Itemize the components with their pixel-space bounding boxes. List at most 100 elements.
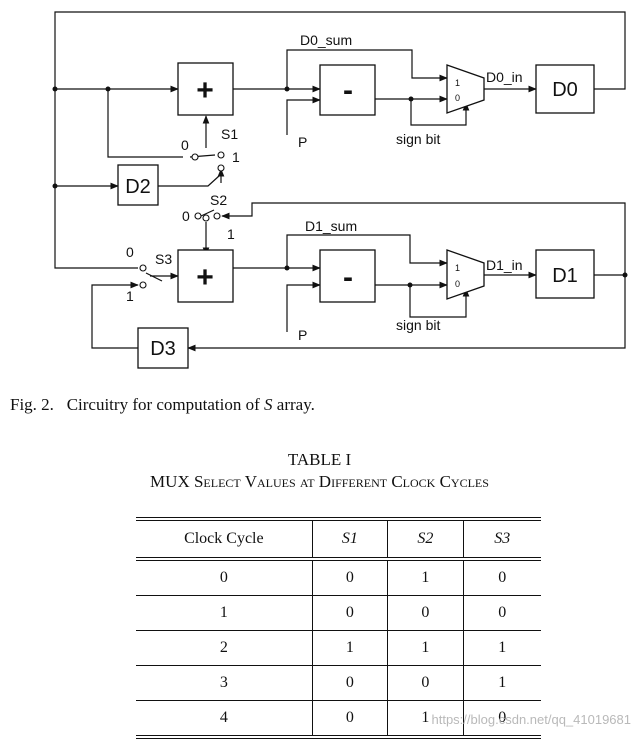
s1-one-label: 1 <box>232 149 240 165</box>
junction <box>105 86 111 92</box>
wire-d0-sum <box>286 49 448 89</box>
mux-1-input-0: 0 <box>455 279 460 289</box>
s2-contact-0 <box>194 212 202 220</box>
mux-1 <box>446 249 485 300</box>
d3-register-box <box>137 327 189 369</box>
mux-select-table: Clock Cycle S1 S2 S3 0 0 1 0 1 0 0 0 2 1… <box>136 517 541 739</box>
table-row: 0 0 1 0 <box>136 561 541 595</box>
wire-s3-throw <box>145 272 163 282</box>
subtractor-0-box <box>319 64 376 116</box>
header-s3: S3 <box>462 521 541 557</box>
table-cell: 1 <box>462 666 541 700</box>
d1-in-label: D1_in <box>486 257 523 273</box>
mux-0-input-1: 1 <box>455 78 460 88</box>
caption-variable: S <box>264 395 273 414</box>
table-row: 4 0 1 0 <box>136 700 541 735</box>
wire-tap-to-s1 <box>107 89 183 158</box>
table-cell: 3 <box>219 674 228 691</box>
table-row: 3 0 0 1 <box>136 665 541 700</box>
wire-s2-throw <box>200 209 215 217</box>
table-cell: 1 <box>462 631 541 665</box>
table-row: 2 1 1 1 <box>136 630 541 665</box>
d3-label: D3 <box>150 338 176 360</box>
table-cell: 4 <box>219 709 228 726</box>
table-cell: 0 <box>387 666 462 700</box>
table-cell: 0 <box>387 596 462 630</box>
table-cell: 1 <box>387 631 462 665</box>
d0-sum-label: D0_sum <box>300 32 352 48</box>
table-cell: 0 <box>462 701 541 735</box>
header-clock-cycle: Clock Cycle <box>184 530 264 547</box>
table-header-row: Clock Cycle S1 S2 S3 <box>136 521 541 557</box>
caption-prefix: Fig. 2. <box>10 395 54 414</box>
d1-register-box <box>535 249 595 299</box>
d0-label: D0 <box>552 79 578 101</box>
junction <box>52 183 58 189</box>
wire-d1-to-d3 <box>187 274 626 352</box>
caption-text: Circuitry for computation of <box>66 395 260 414</box>
table-cell: 1 <box>219 604 228 621</box>
table-cell: 1 <box>387 701 462 735</box>
s2-label: S2 <box>210 192 227 208</box>
table-title: TABLE I <box>287 450 352 469</box>
s2-contact-1 <box>213 212 221 220</box>
p-0-label: P <box>298 134 307 150</box>
s1-pivot <box>217 164 225 172</box>
junction <box>284 86 290 92</box>
d0-register-box <box>535 64 595 114</box>
table-cell: 0 <box>311 561 387 595</box>
junction <box>284 265 290 271</box>
table-cell: 0 <box>462 596 541 630</box>
header-s1: S1 <box>311 521 387 557</box>
subtractor-1-label: - <box>343 261 353 294</box>
s3-contact-0 <box>139 264 147 272</box>
wire-p0 <box>286 96 321 135</box>
wire-d3-to-s3 <box>91 281 139 349</box>
subtractor-1-box <box>319 249 376 303</box>
mux-1-input-1: 1 <box>455 263 460 273</box>
wire-d2-out <box>158 175 220 187</box>
s2-one-label: 1 <box>227 226 235 242</box>
table-row: 1 0 0 0 <box>136 595 541 630</box>
table-cell: 0 <box>311 701 387 735</box>
s1-contact-1 <box>217 151 225 159</box>
caption-suffix: array. <box>276 395 315 414</box>
s1-label: S1 <box>221 126 238 142</box>
mux-0 <box>446 64 485 114</box>
junction <box>622 272 628 278</box>
d1-sum-label: D1_sum <box>305 218 357 234</box>
table-cell: 0 <box>219 569 228 586</box>
s1-contact-0 <box>191 153 199 161</box>
watermark-url: https://blog.csdn.net/qq_41019681 <box>431 712 632 727</box>
subtractor-0-label: - <box>343 74 353 107</box>
wire-p1 <box>286 281 321 332</box>
table-cell: 1 <box>311 631 387 665</box>
mux-0-input-0: 0 <box>455 93 460 103</box>
adder-0-label: + <box>196 74 214 107</box>
s3-label: S3 <box>155 251 172 267</box>
s2-pivot <box>202 214 210 222</box>
d2-register-box <box>117 164 159 206</box>
junction <box>52 86 58 92</box>
d1-label: D1 <box>552 265 578 287</box>
table-bottom-rule <box>136 735 541 739</box>
sign-bit-1-label: sign bit <box>396 317 440 333</box>
sign-bit-0-label: sign bit <box>396 131 440 147</box>
s3-one-label: 1 <box>126 288 134 304</box>
p-1-label: P <box>298 327 307 343</box>
figure-caption: Fig. 2. Circuitry for computation of S a… <box>10 395 315 415</box>
wire-d1-sum <box>286 234 448 268</box>
header-s2: S2 <box>387 521 462 557</box>
junction <box>408 96 414 102</box>
table-cell: 0 <box>311 666 387 700</box>
table-top-rule <box>136 517 541 521</box>
table-header-rule <box>136 557 541 561</box>
table-cell: 1 <box>387 561 462 595</box>
circuit-diagram: + - D0 D2 + - D1 D3 1 0 1 0 D0_sum D0_in… <box>52 11 628 369</box>
wire-d1-to-s2 <box>221 202 626 275</box>
junction <box>407 282 413 288</box>
s3-zero-label: 0 <box>126 244 134 260</box>
wire-d0-feedback <box>54 11 626 269</box>
adder-1-box <box>177 249 234 303</box>
d0-in-label: D0_in <box>486 69 523 85</box>
